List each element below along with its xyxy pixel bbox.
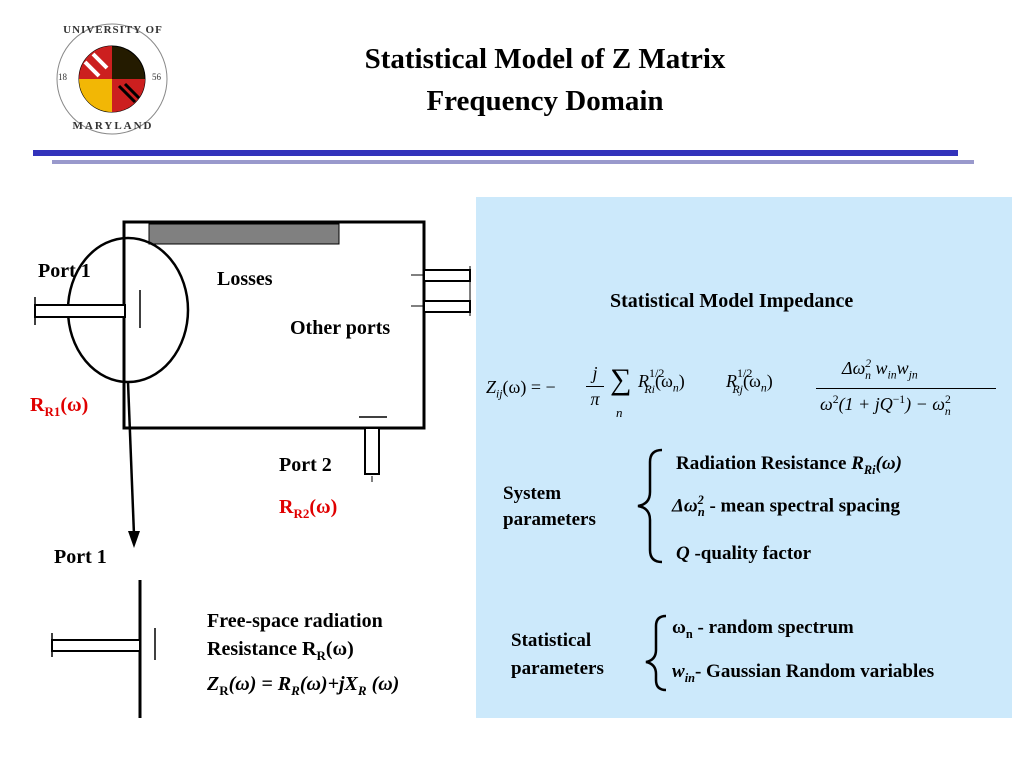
frac2-den: ω2(1 + jQ−1) − ω2n <box>820 393 951 418</box>
system-params-label: System parameters <box>503 483 596 530</box>
frac2-num: Δω2n winwjn <box>842 357 918 382</box>
impedance-equation: ZR(ω) = RR(ω)+jXR (ω) <box>207 673 400 698</box>
port2-label: Port 2 <box>279 454 332 476</box>
rr1-label: RR1(ω) <box>30 394 89 419</box>
formula-lhs: Zij(ω) = − <box>486 377 556 401</box>
free-space-line-2: Resistance RR(ω) <box>207 638 354 663</box>
port1-feed <box>34 304 126 318</box>
frac1-den: π <box>590 389 600 409</box>
port1-bottom-feed <box>51 639 141 652</box>
sum-symbol: ∑ <box>610 363 632 396</box>
sys-item-spacing: Δω2n - mean spectral spacing <box>672 493 900 520</box>
frac1-num: j <box>592 363 598 383</box>
stat-item-spectrum: ωn - random spectrum <box>672 617 854 641</box>
port2-feed <box>364 427 380 475</box>
other-port-1 <box>423 269 471 282</box>
other-ports-label: Other ports <box>290 317 391 339</box>
rr2-label: RR2(ω) <box>279 496 338 521</box>
title-rule-secondary <box>52 160 974 164</box>
slide-title: Statistical Model of Z Matrix Frequency … <box>230 38 860 122</box>
logo-text-bottom: MARYLAND <box>72 120 154 132</box>
sys-item-radiation: Radiation Resistance RRi(ω) <box>676 453 902 477</box>
other-port-2 <box>423 300 471 313</box>
stat-item-gaussian: win- Gaussian Random variables <box>672 661 935 685</box>
logo-text-top: UNIVERSITY OF <box>63 24 163 36</box>
stat-params-label: Statistical parameters <box>511 630 604 679</box>
sys-item-quality: Q -quality factor <box>676 543 812 564</box>
losses-label: Losses <box>217 268 273 290</box>
free-space-text: Free-space radiation Resistance RR(ω) ZR… <box>207 607 399 705</box>
logo-seal-graphic <box>56 23 168 135</box>
sum-index: n <box>616 405 623 420</box>
formula-r2: R1/2Rj(ωn) <box>726 366 773 396</box>
free-space-line-1: Free-space radiation <box>207 610 383 632</box>
title-rule-primary <box>33 150 958 156</box>
impedance-formula: Zij(ω) = − j π ∑ n R1/2Ri(ωn) R1/2Rj(ωn)… <box>486 357 1006 427</box>
title-line-2: Frequency Domain <box>426 85 664 117</box>
cavity-diagram <box>34 220 471 718</box>
frac1-bar <box>586 386 604 387</box>
port1-top-label: Port 1 <box>38 260 91 282</box>
title-line-1: Statistical Model of Z Matrix <box>364 43 726 75</box>
model-panel <box>476 197 1012 718</box>
losses-bar <box>148 223 340 245</box>
cavity-box <box>122 220 426 430</box>
port1-bottom-label: Port 1 <box>54 546 107 568</box>
zoom-arrow <box>126 381 136 536</box>
logo-year-right: 56 <box>152 72 161 82</box>
frac2-bar <box>816 388 996 389</box>
formula-r1: R1/2Ri(ωn) <box>638 366 685 396</box>
logo-year-left: 18 <box>58 72 67 82</box>
university-logo: UNIVERSITY OF MARYLAND 18 56 <box>55 22 170 137</box>
panel-heading: Statistical Model Impedance <box>610 290 854 312</box>
